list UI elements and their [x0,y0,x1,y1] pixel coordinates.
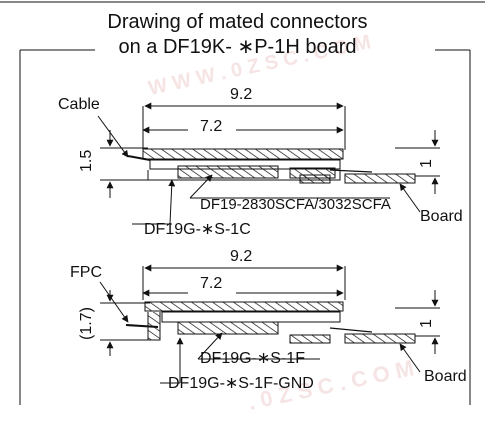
top-dim-overall: 9.2 [230,86,253,103]
top-board-label: Board [420,208,463,225]
top-dim-board: 1 [418,159,435,168]
part-header-1f: DF19G-∗S-1F [200,350,305,367]
cable-label: Cable [58,96,100,113]
title-line2: on a DF19K- ∗P-1H board [118,36,357,58]
bottom-dim-inner: 7.2 [200,275,223,292]
top-dim-inner: 7.2 [200,118,223,135]
bottom-dim-board: 1 [418,319,435,328]
bottom-board-label: Board [424,368,467,385]
outer-frame [0,1,485,405]
part-receptacle: DF19-2830SCFA/3032SCFA [200,196,391,213]
fpc-label: FPC [70,264,102,281]
top-dim-height: 1.5 [78,149,95,172]
bottom-dim-overall: 9.2 [230,248,253,265]
part-header-1c: DF19G-∗S-1C [144,221,251,238]
part-header-1f-gnd: DF19G-∗S-1F-GND [168,375,314,392]
bottom-dim-height: (1.7) [78,307,95,340]
top-view [97,102,440,225]
title-line1: Drawing of mated connectors [107,11,368,33]
bottom-view [99,264,440,384]
